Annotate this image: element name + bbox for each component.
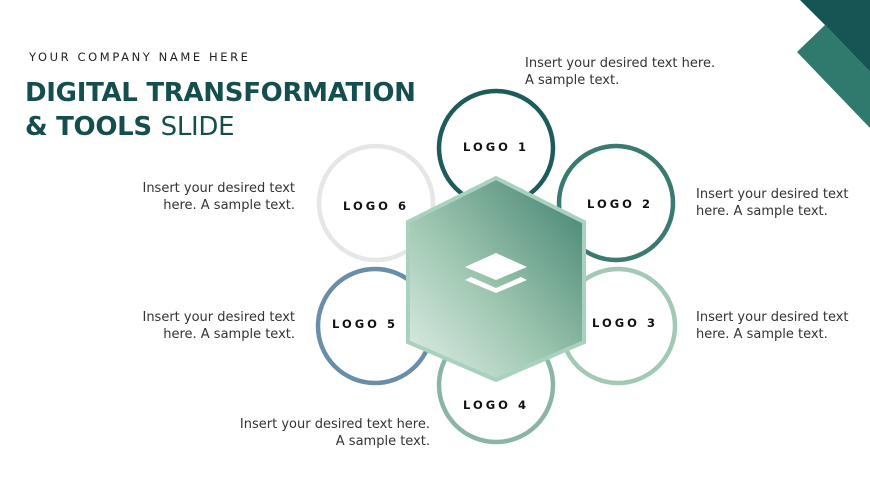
logo2-ring (556, 143, 676, 263)
title-bold: & TOOLS (25, 112, 152, 142)
logo-4-label: LOGO 4 (463, 398, 529, 412)
logo-6-label: LOGO 6 (343, 199, 409, 213)
title-line-2: & TOOLS SLIDE (25, 110, 416, 144)
corner-dark-shape (800, 0, 870, 72)
logo6-ring (316, 143, 436, 263)
logo-2-label: LOGO 2 (587, 197, 653, 211)
logo-3-label: LOGO 3 (592, 316, 658, 330)
slide-title: DIGITAL TRANSFORMATION & TOOLS SLIDE (25, 76, 416, 144)
layers-icon (465, 253, 527, 293)
logo-5-label: LOGO 5 (332, 317, 398, 331)
corner-light-shape (797, 25, 870, 128)
title-line-1: DIGITAL TRANSFORMATION (25, 78, 416, 108)
logo-1-label: LOGO 1 (463, 140, 529, 154)
title-light: SLIDE (160, 112, 235, 142)
logo1-description: Insert your desired text here.A sample t… (525, 56, 716, 88)
logo4-description: Insert your desired text here.A sample t… (239, 417, 430, 449)
company-name: YOUR COMPANY NAME HERE (29, 50, 251, 64)
